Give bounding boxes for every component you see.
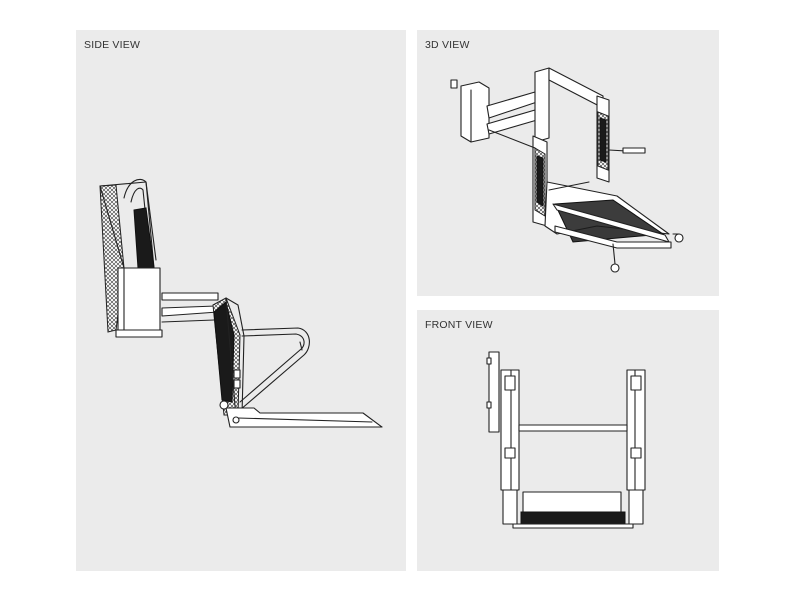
side-handrail-lower [239, 327, 310, 411]
front-view-panel: FRONT VIEW [417, 310, 719, 571]
front-view-drawing [486, 351, 646, 529]
base-roller [219, 400, 229, 410]
3d-view-drawing [450, 67, 684, 273]
3d-view-label: 3D VIEW [425, 39, 470, 51]
power-unit-box [460, 81, 490, 143]
front-platform-plate [522, 491, 622, 515]
3d-view-panel: 3D VIEW [417, 30, 719, 296]
deployed-platform [225, 407, 383, 428]
3d-rear-upright-left [534, 67, 550, 143]
lift-arm-lower [161, 305, 219, 317]
side-view-label: SIDE VIEW [84, 39, 141, 51]
side-housing [117, 267, 161, 335]
front-power-unit [488, 351, 500, 433]
side-handrail-upper [123, 178, 157, 261]
lift-arm-upper [161, 292, 219, 301]
side-view-panel: SIDE VIEW [76, 30, 406, 571]
3d-wheel-right [674, 233, 684, 243]
3d-wheel-front [610, 263, 620, 273]
front-crossbar [518, 424, 628, 432]
side-view-drawing [99, 178, 383, 428]
front-view-label: FRONT VIEW [425, 319, 493, 331]
3d-top-crossbar [548, 67, 604, 109]
